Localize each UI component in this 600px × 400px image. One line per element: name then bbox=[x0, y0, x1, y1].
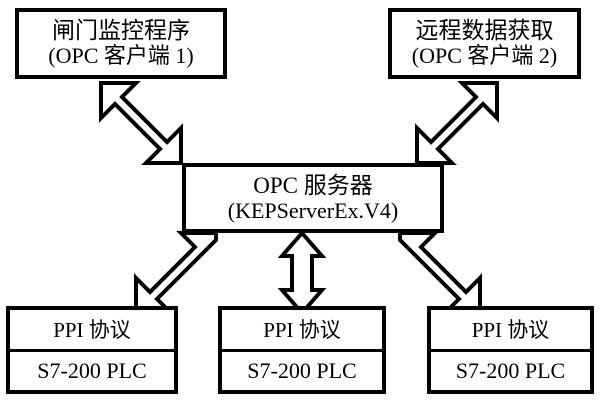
connector-server-to-plc-1 bbox=[134, 231, 218, 315]
client-2-title: 远程数据获取 bbox=[415, 18, 554, 44]
node-plc-1[interactable]: PPI 协议 S7-200 PLC bbox=[6, 306, 178, 394]
node-opc-server[interactable]: OPC 服务器 (KEPServerEx.V4) bbox=[182, 163, 444, 233]
client-2-subtitle: (OPC 客户端 2) bbox=[411, 43, 558, 69]
node-client-1[interactable]: 闸门监控程序 (OPC 客户端 1) bbox=[15, 8, 227, 79]
plc-1-device: S7-200 PLC bbox=[37, 357, 147, 383]
plc-2-device: S7-200 PLC bbox=[247, 357, 357, 383]
server-title: OPC 服务器 bbox=[253, 172, 373, 198]
node-plc-3[interactable]: PPI 协议 S7-200 PLC bbox=[427, 306, 594, 394]
plc-3-device: S7-200 PLC bbox=[455, 357, 566, 383]
server-subtitle: (KEPServerEx.V4) bbox=[227, 197, 399, 223]
plc-3-protocol: PPI 协议 bbox=[431, 310, 590, 352]
node-client-2[interactable]: 远程数据获取 (OPC 客户端 2) bbox=[388, 8, 581, 79]
node-plc-2[interactable]: PPI 协议 S7-200 PLC bbox=[218, 306, 386, 394]
connector-server-to-plc-2 bbox=[277, 229, 327, 317]
client-1-subtitle: (OPC 客户端 1) bbox=[48, 43, 194, 69]
plc-2-protocol: PPI 协议 bbox=[222, 310, 382, 352]
connector-client-1-to-server bbox=[99, 81, 183, 165]
connector-server-to-plc-3 bbox=[398, 231, 482, 315]
client-1-title: 闸门监控程序 bbox=[52, 18, 190, 44]
connector-client-2-to-server bbox=[415, 81, 499, 165]
plc-1-protocol: PPI 协议 bbox=[10, 310, 174, 352]
